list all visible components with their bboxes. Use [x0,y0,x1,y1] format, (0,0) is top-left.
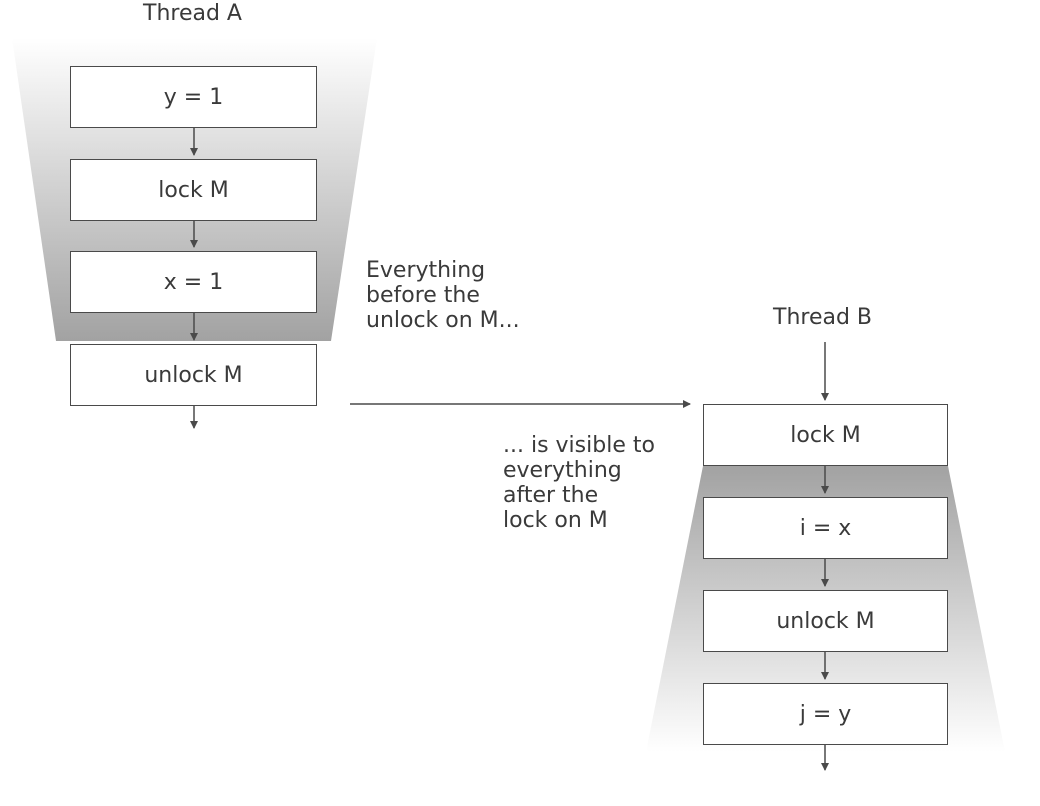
note-after-line-1: ... is visible to [503,433,655,458]
note-after-line-4: lock on M [503,508,608,533]
note-before-line-2: before the [366,283,480,308]
thread-a-step-4: unlock M [70,344,317,406]
note-before-line-3: unlock on M... [366,308,520,333]
thread-b-step-1: lock M [703,404,948,466]
thread-b-title: Thread B [773,305,873,330]
note-after-line-3: after the [503,483,599,508]
thread-a-step-1: y = 1 [70,66,317,128]
thread-a-step-3: x = 1 [70,251,317,313]
thread-a-title: Thread A [143,1,242,26]
thread-b-step-2: i = x [703,497,948,559]
note-before-line-1: Everything [366,258,486,283]
note-before-unlock: Everything before the unlock on M... [366,258,520,333]
thread-b-step-3: unlock M [703,590,948,652]
note-after-lock: ... is visible to everything after the l… [503,433,655,533]
note-after-line-2: everything [503,458,622,483]
thread-a-step-2: lock M [70,159,317,221]
thread-b-step-4: j = y [703,683,948,745]
